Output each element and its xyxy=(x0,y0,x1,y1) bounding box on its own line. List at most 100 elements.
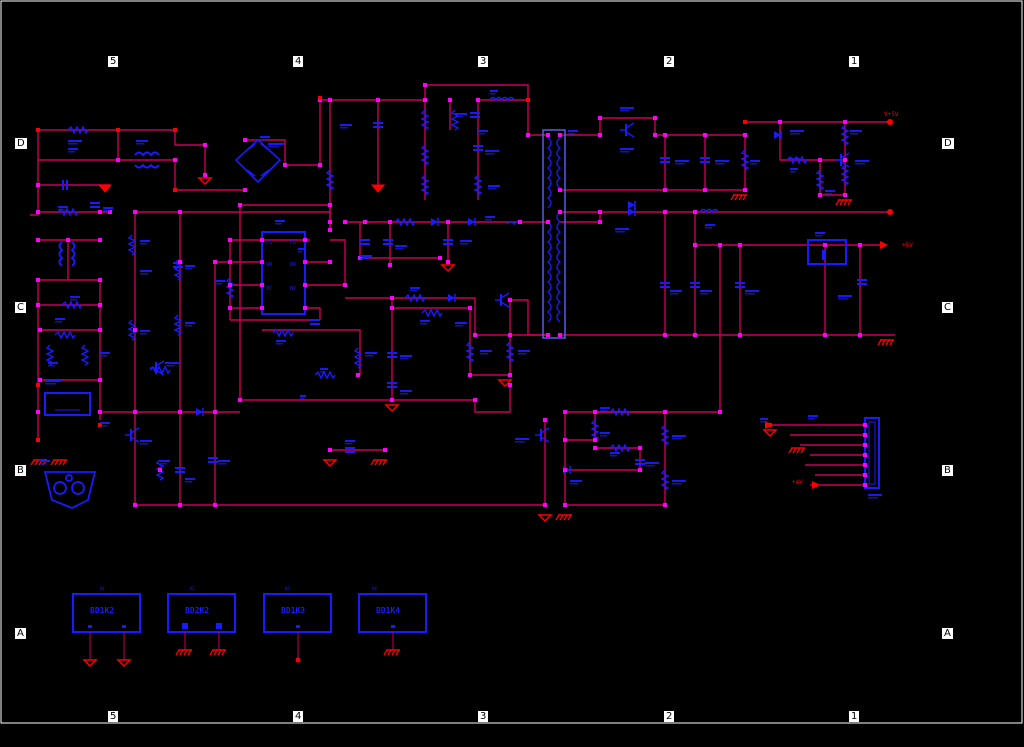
wire-junction xyxy=(663,333,667,337)
part-annotation xyxy=(70,299,77,301)
part-annotation xyxy=(868,497,878,499)
wire-junction xyxy=(546,333,550,337)
ground-symbol xyxy=(762,429,778,438)
resistor xyxy=(173,314,183,336)
part-annotation xyxy=(140,333,147,335)
wire-junction xyxy=(158,468,162,472)
part-annotation xyxy=(760,421,766,423)
part-annotation xyxy=(218,463,227,465)
part-annotation xyxy=(140,270,152,272)
part-annotation xyxy=(420,323,427,325)
resistor xyxy=(61,300,83,310)
part-annotation xyxy=(750,163,757,165)
wire-junction xyxy=(476,98,480,102)
part-annotation xyxy=(490,93,496,95)
capacitor xyxy=(443,239,453,245)
wire-junction xyxy=(598,210,602,214)
wire-junction xyxy=(388,220,392,224)
wire-junction xyxy=(778,120,782,124)
capacitor xyxy=(635,459,645,465)
part-annotation xyxy=(276,340,286,342)
part-annotation xyxy=(185,268,192,270)
resistor xyxy=(272,328,294,338)
part-annotation xyxy=(140,443,149,445)
zone-col-5-top: 5 xyxy=(108,56,119,67)
wire-junction xyxy=(98,238,102,242)
wire-junction xyxy=(818,193,822,197)
part-annotation xyxy=(790,130,804,132)
part-annotation xyxy=(276,343,283,345)
sheet-border xyxy=(0,0,1023,724)
svg-text:H3: H3 xyxy=(285,586,290,591)
diode xyxy=(468,218,476,226)
bottom-part-2-label: BD2K2 xyxy=(185,606,209,615)
wire-nodes xyxy=(36,83,892,507)
diode xyxy=(448,294,456,302)
wire-junction xyxy=(328,228,332,232)
part-annotation xyxy=(838,295,852,297)
part-annotation xyxy=(460,240,472,242)
part-annotation xyxy=(320,371,326,373)
bottom-part-1: BD1K2 H1 xyxy=(72,586,141,660)
wire-junction xyxy=(743,188,747,192)
part-annotation xyxy=(360,258,369,260)
wire-junction xyxy=(133,410,137,414)
resistor xyxy=(353,347,363,369)
wire-junction xyxy=(843,193,847,197)
part-annotation xyxy=(165,365,175,367)
part-annotation xyxy=(268,143,284,145)
wire-junction xyxy=(98,328,102,332)
wire-junction xyxy=(558,188,562,192)
part-annotation xyxy=(165,362,179,364)
part-annotation xyxy=(400,355,412,357)
part-annotation xyxy=(185,265,195,267)
wire-junction xyxy=(843,158,847,162)
part-annotation xyxy=(485,150,499,152)
diode xyxy=(628,201,636,209)
svg-text:VC: VC xyxy=(266,286,272,292)
wire-junction xyxy=(98,378,102,382)
part-annotation xyxy=(340,124,352,126)
wire-junction xyxy=(663,210,667,214)
part-annotation xyxy=(645,465,655,467)
wire-junction xyxy=(863,453,867,457)
zone-row-b-left: B xyxy=(15,465,26,476)
wire-junction xyxy=(133,210,137,214)
resistor xyxy=(404,293,426,303)
wire-junction xyxy=(563,468,567,472)
part-annotation xyxy=(490,90,498,92)
svg-text:FB: FB xyxy=(290,240,296,246)
wire-junction xyxy=(653,116,657,120)
transformer xyxy=(542,129,566,339)
part-annotation xyxy=(518,350,530,352)
wire-junction xyxy=(438,256,442,260)
ground-symbol xyxy=(322,459,338,468)
net-label-out-high: V+5V xyxy=(884,111,899,118)
wire-junction xyxy=(303,306,307,310)
wire-junction xyxy=(703,133,707,137)
wire-junction xyxy=(133,328,137,332)
resistor xyxy=(420,109,430,131)
wire-junction xyxy=(508,298,512,302)
zone-col-4-bottom: 4 xyxy=(293,711,304,722)
wire-junction xyxy=(718,243,722,247)
part-annotation xyxy=(58,206,68,208)
part-annotation xyxy=(140,273,149,275)
wire-junction xyxy=(863,463,867,467)
wire-junction xyxy=(823,333,827,337)
resistor xyxy=(660,469,670,491)
ground-symbol xyxy=(209,649,226,656)
part-annotation xyxy=(868,494,882,496)
part-annotation xyxy=(400,390,412,392)
wire-junction xyxy=(328,448,332,452)
wire-junction xyxy=(818,158,822,162)
part-annotation xyxy=(670,293,679,295)
part-annotation xyxy=(365,352,377,354)
svg-text:CS: CS xyxy=(266,240,272,246)
part-annotation xyxy=(100,425,107,427)
part-annotation xyxy=(185,478,195,480)
part-annotation xyxy=(455,325,464,327)
part-annotation xyxy=(568,133,575,135)
